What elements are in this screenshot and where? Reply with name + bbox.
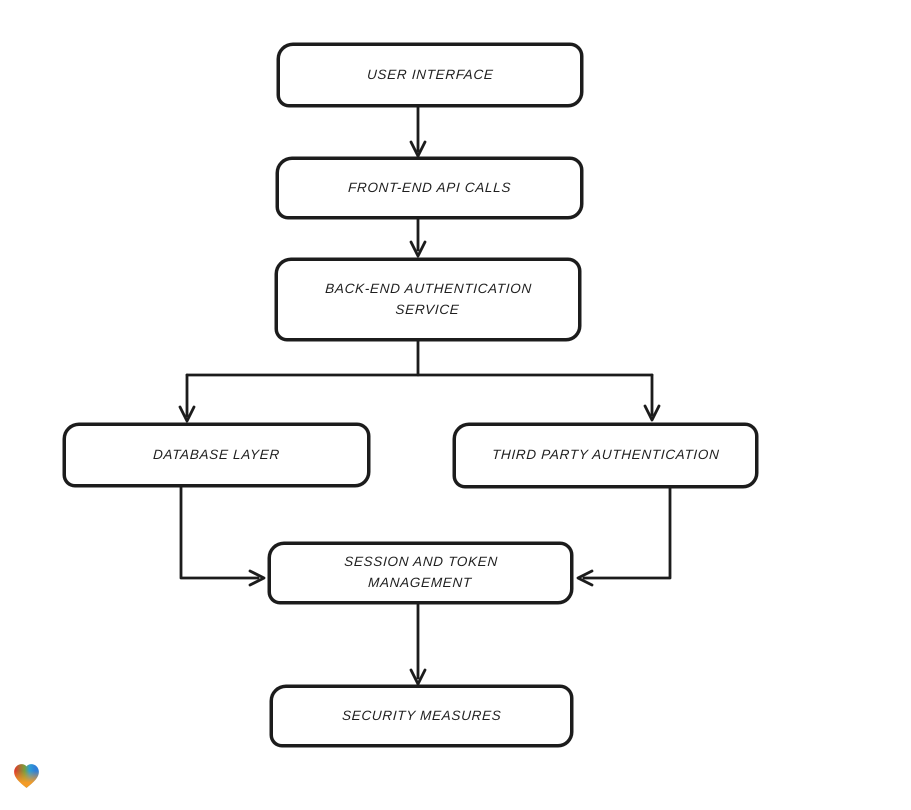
edge-back-end-authentication-service-to-third-party-authentication <box>643 373 661 422</box>
edge-back-end-authentication-service-to-database-layer <box>178 373 196 423</box>
edge-session-and-token-management-to-security-measures <box>409 603 427 686</box>
node-label: SESSION AND TOKEN MANAGEMENT <box>343 554 499 590</box>
node-database-layer[interactable]: DATABASE LAYER <box>63 423 370 487</box>
edge-database-layer-to-session-and-token-management <box>179 485 266 587</box>
edge-third-party-authentication-to-session-and-token-management <box>576 486 672 587</box>
node-label: THIRD PARTY AUTHENTICATION <box>491 447 720 463</box>
edge-front-end-api-calls-to-back-end-authentication-service <box>409 218 427 258</box>
node-label: USER INTERFACE <box>366 66 494 82</box>
node-label: BACK-END AUTHENTICATION SERVICE <box>324 280 533 317</box>
node-security-measures[interactable]: SECURITY MEASURES <box>270 685 573 747</box>
node-label: FRONT-END API CALLS <box>347 179 512 195</box>
node-third-party-authentication[interactable]: THIRD PARTY AUTHENTICATION <box>453 423 758 488</box>
edge-back-end-authentication-service-split <box>185 339 654 377</box>
node-label: SECURITY MEASURES <box>341 707 502 723</box>
edge-user-interface-to-front-end-api-calls <box>409 105 427 158</box>
heart-logo[interactable] <box>9 759 44 792</box>
node-session-and-token-management[interactable]: SESSION AND TOKEN MANAGEMENT <box>268 542 573 604</box>
node-front-end-api-calls[interactable]: FRONT-END API CALLS <box>276 157 583 219</box>
node-back-end-authentication-service[interactable]: BACK-END AUTHENTICATION SERVICE <box>275 258 581 341</box>
heart-icon <box>14 764 39 788</box>
node-label: DATABASE LAYER <box>152 446 281 462</box>
node-user-interface[interactable]: USER INTERFACE <box>277 43 583 107</box>
